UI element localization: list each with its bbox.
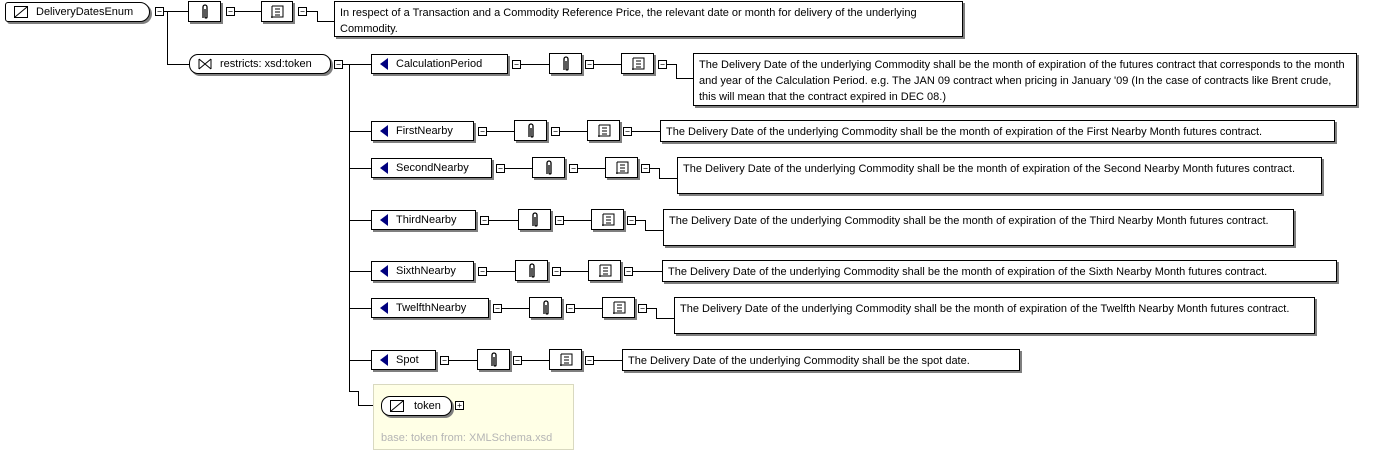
documentation-toggle[interactable]: − bbox=[624, 267, 633, 276]
annotation-toggle[interactable]: − bbox=[555, 216, 564, 225]
documentation-toggle[interactable]: − bbox=[627, 216, 636, 225]
documentation-box[interactable] bbox=[605, 157, 638, 178]
documentation-scroll-icon bbox=[631, 57, 644, 70]
annotation-clip-icon bbox=[531, 211, 538, 227]
root-collapse-toggle[interactable]: − bbox=[155, 7, 164, 16]
documentation-text: The Delivery Date of the underlying Comm… bbox=[693, 53, 1357, 106]
enum-name: TwelfthNearby bbox=[396, 302, 467, 314]
base-type-name: token bbox=[414, 400, 441, 412]
annotation-clip-icon bbox=[562, 55, 569, 71]
annotation-clip-icon bbox=[528, 262, 535, 278]
enum-name: CalculationPeriod bbox=[396, 58, 483, 70]
annotation-clip-icon bbox=[542, 299, 549, 315]
annotation-toggle[interactable]: − bbox=[569, 164, 578, 173]
annotation-clip-icon bbox=[490, 351, 497, 367]
enum-name: FirstNearby bbox=[396, 125, 453, 137]
enum-name: ThirdNearby bbox=[396, 214, 457, 226]
annotation-box[interactable] bbox=[549, 53, 582, 74]
enum-toggle[interactable]: − bbox=[440, 356, 449, 365]
annotation-box[interactable] bbox=[477, 349, 510, 370]
enum-marker-icon bbox=[380, 162, 388, 174]
enum-name: Spot bbox=[396, 354, 419, 366]
documentation-text: The Delivery Date of the underlying Comm… bbox=[674, 297, 1315, 334]
enum-sixth-nearby[interactable]: SixthNearby bbox=[371, 261, 474, 281]
enum-calculation-period[interactable]: CalculationPeriod bbox=[371, 54, 508, 74]
documentation-text: The Delivery Date of the underlying Comm… bbox=[677, 157, 1322, 194]
enum-toggle[interactable]: − bbox=[478, 127, 487, 136]
enum-toggle[interactable]: − bbox=[480, 216, 489, 225]
documentation-box[interactable] bbox=[587, 120, 620, 141]
documentation-text: The Delivery Date of the underlying Comm… bbox=[662, 260, 1337, 282]
simple-type-icon bbox=[14, 6, 28, 18]
annotation-toggle[interactable]: − bbox=[552, 267, 561, 276]
documentation-scroll-icon bbox=[271, 5, 284, 18]
annotation-clip-icon bbox=[527, 122, 534, 138]
restriction-box[interactable]: restricts: xsd:token bbox=[189, 54, 331, 74]
documentation-scroll-icon bbox=[598, 264, 611, 277]
base-type-panel bbox=[373, 384, 574, 450]
documentation-text: The Delivery Date of the underlying Comm… bbox=[660, 120, 1335, 142]
annotation-toggle[interactable]: − bbox=[513, 356, 522, 365]
root-annotation-box[interactable] bbox=[188, 1, 221, 22]
restriction-label: restricts: xsd:token bbox=[220, 58, 312, 70]
enum-marker-icon bbox=[380, 214, 388, 226]
documentation-box[interactable] bbox=[621, 53, 654, 74]
enum-second-nearby[interactable]: SecondNearby bbox=[371, 158, 492, 178]
documentation-scroll-icon bbox=[615, 161, 628, 174]
documentation-toggle[interactable]: − bbox=[623, 127, 632, 136]
annotation-box[interactable] bbox=[518, 209, 551, 230]
enum-spot[interactable]: Spot bbox=[371, 350, 436, 370]
enum-marker-icon bbox=[380, 265, 388, 277]
annotation-toggle[interactable]: − bbox=[551, 127, 560, 136]
annotation-toggle[interactable]: − bbox=[585, 60, 594, 69]
annotation-toggle[interactable]: − bbox=[566, 304, 575, 313]
enum-toggle[interactable]: − bbox=[512, 60, 521, 69]
enum-toggle[interactable]: − bbox=[478, 267, 487, 276]
base-type-expand-toggle[interactable]: + bbox=[455, 401, 464, 410]
enum-first-nearby[interactable]: FirstNearby bbox=[371, 121, 474, 141]
enum-twelfth-nearby[interactable]: TwelfthNearby bbox=[371, 298, 489, 318]
annotation-clip-icon bbox=[201, 3, 208, 19]
documentation-toggle[interactable]: − bbox=[658, 60, 667, 69]
annotation-clip-icon bbox=[545, 159, 552, 175]
root-annotation-toggle[interactable]: − bbox=[226, 7, 235, 16]
documentation-scroll-icon bbox=[601, 213, 614, 226]
documentation-text: The Delivery Date of the underlying Comm… bbox=[622, 349, 1020, 371]
documentation-toggle[interactable]: − bbox=[585, 356, 594, 365]
root-documentation-toggle[interactable]: − bbox=[298, 7, 307, 16]
documentation-box[interactable] bbox=[602, 297, 635, 318]
enum-marker-icon bbox=[380, 58, 388, 70]
documentation-text: The Delivery Date of the underlying Comm… bbox=[663, 209, 1294, 246]
restriction-icon bbox=[198, 58, 212, 70]
enum-toggle[interactable]: − bbox=[493, 304, 502, 313]
base-type-info: base: token from: XMLSchema.xsd bbox=[381, 432, 553, 444]
annotation-box[interactable] bbox=[515, 260, 548, 281]
documentation-scroll-icon bbox=[559, 353, 572, 366]
restriction-collapse-toggle[interactable]: − bbox=[334, 60, 343, 69]
root-documentation-text: In respect of a Transaction and a Commod… bbox=[334, 1, 963, 37]
documentation-scroll-icon bbox=[612, 301, 625, 314]
enum-marker-icon bbox=[380, 302, 388, 314]
root-type-box[interactable]: DeliveryDatesEnum bbox=[5, 2, 150, 22]
annotation-box[interactable] bbox=[532, 157, 565, 178]
enum-toggle[interactable]: − bbox=[496, 164, 505, 173]
documentation-toggle[interactable]: − bbox=[638, 304, 647, 313]
documentation-toggle[interactable]: − bbox=[641, 164, 650, 173]
documentation-box[interactable] bbox=[591, 209, 624, 230]
base-type-box[interactable]: token bbox=[381, 396, 452, 416]
documentation-scroll-icon bbox=[597, 124, 610, 137]
enum-name: SixthNearby bbox=[396, 265, 456, 277]
documentation-box[interactable] bbox=[588, 260, 621, 281]
enum-marker-icon bbox=[380, 354, 388, 366]
documentation-box[interactable] bbox=[549, 349, 582, 370]
simple-type-icon bbox=[390, 400, 404, 412]
root-documentation-box[interactable] bbox=[261, 1, 293, 22]
enum-marker-icon bbox=[380, 125, 388, 137]
enum-third-nearby[interactable]: ThirdNearby bbox=[371, 210, 476, 230]
annotation-box[interactable] bbox=[529, 297, 562, 318]
annotation-box[interactable] bbox=[514, 120, 547, 141]
enum-name: SecondNearby bbox=[396, 162, 469, 174]
root-type-name: DeliveryDatesEnum bbox=[36, 6, 134, 18]
